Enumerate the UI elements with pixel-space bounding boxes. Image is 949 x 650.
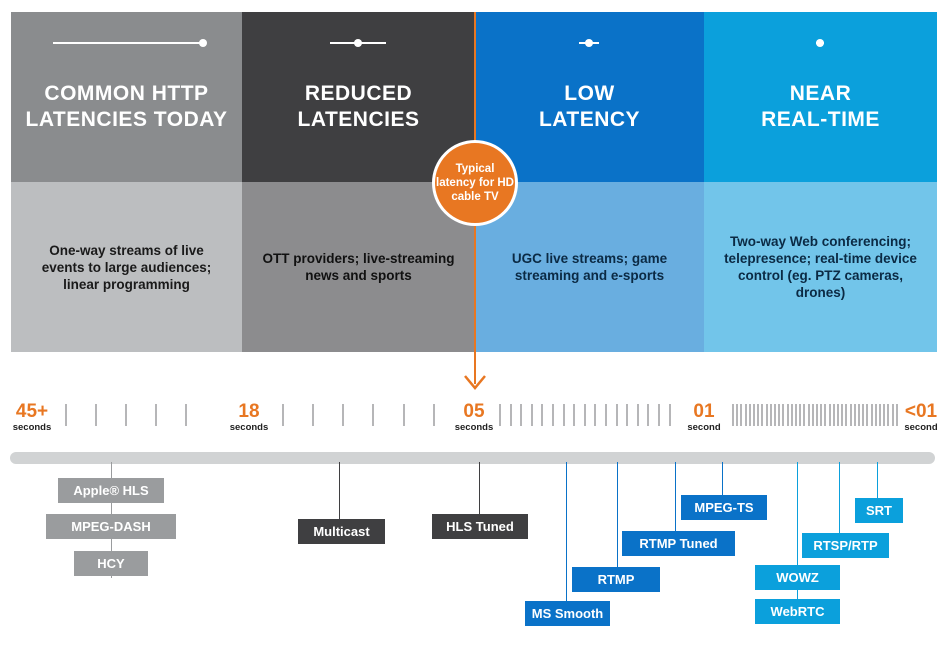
connector-line	[339, 462, 340, 520]
typical-latency-badge: Typical latency for HD cable TV	[432, 140, 518, 226]
protocol-apple-hls: Apple® HLS	[58, 478, 164, 503]
connector-line	[479, 462, 480, 514]
latency-slider-icon	[816, 39, 824, 47]
connector-line	[839, 462, 840, 534]
latency-track	[10, 452, 935, 464]
latency-scale-ticks	[65, 404, 898, 426]
latency-slider-icon	[330, 39, 386, 47]
protocol-multicast: Multicast	[298, 519, 385, 544]
latency-slider-icon	[579, 39, 599, 47]
connector-line	[566, 462, 567, 602]
protocol-rtmp-tuned: RTMP Tuned	[622, 531, 735, 556]
protocol-hls-tuned: HLS Tuned	[432, 514, 528, 539]
latency-slider-icon	[53, 39, 207, 47]
protocol-ms-smooth: MS Smooth	[525, 601, 610, 626]
connector-line	[722, 462, 723, 496]
connector-line	[877, 462, 878, 498]
connector-line	[675, 462, 676, 532]
category-description: One-way streams of live events to large …	[11, 182, 242, 352]
protocol-wowz: WOWZ	[755, 565, 840, 590]
scale-label-45: 45+seconds	[12, 401, 52, 434]
protocol-hcy: HCY	[74, 551, 148, 576]
connector-line	[797, 462, 798, 602]
category-description: OTT providers; live-streaming news and s…	[242, 182, 475, 352]
category-description: UGC live streams; game streaming and e-s…	[475, 182, 704, 352]
arrow-down-icon	[464, 375, 486, 390]
protocol-mpeg-dash: MPEG-DASH	[46, 514, 176, 539]
protocol-rtsp-rtp: RTSP/RTP	[802, 533, 889, 558]
protocol-rtmp: RTMP	[572, 567, 660, 592]
protocol-mpeg-ts: MPEG-TS	[681, 495, 767, 520]
protocol-srt: SRT	[855, 498, 903, 523]
category-description: Two-way Web conferencing; telepresence; …	[704, 182, 937, 352]
connector-line	[617, 462, 618, 568]
protocol-webrtc: WebRTC	[755, 599, 840, 624]
